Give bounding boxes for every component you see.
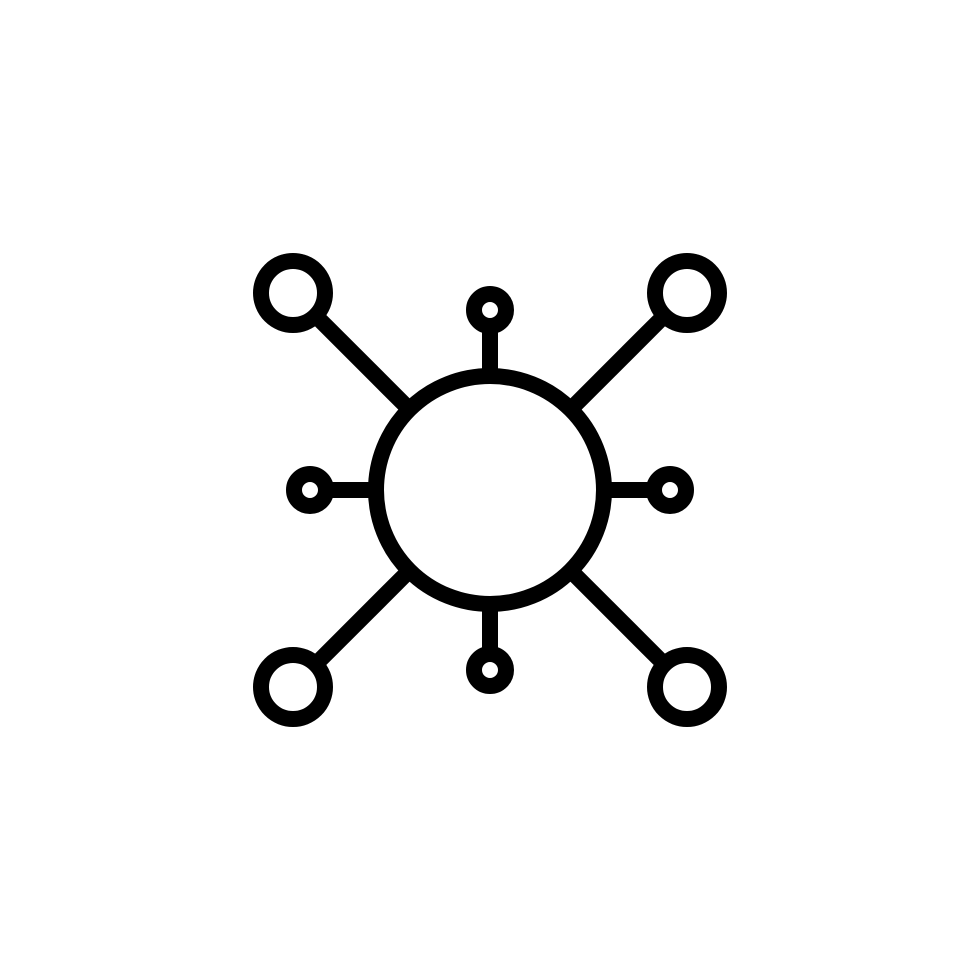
spoke-top-right <box>564 314 666 416</box>
center-hub-icon <box>368 368 612 612</box>
node-top-left-icon <box>253 253 333 333</box>
node-top-icon <box>466 286 514 334</box>
spoke-bottom-left <box>314 564 416 666</box>
node-left-icon <box>286 466 334 514</box>
node-right-icon <box>646 466 694 514</box>
node-top-right-icon <box>647 253 727 333</box>
node-bottom-icon <box>466 646 514 694</box>
node-bottom-left-icon <box>253 647 333 727</box>
spoke-bottom-right <box>564 564 666 666</box>
node-bottom-right-icon <box>647 647 727 727</box>
spoke-top-left <box>314 314 416 416</box>
network-hub-graphic <box>253 253 727 727</box>
